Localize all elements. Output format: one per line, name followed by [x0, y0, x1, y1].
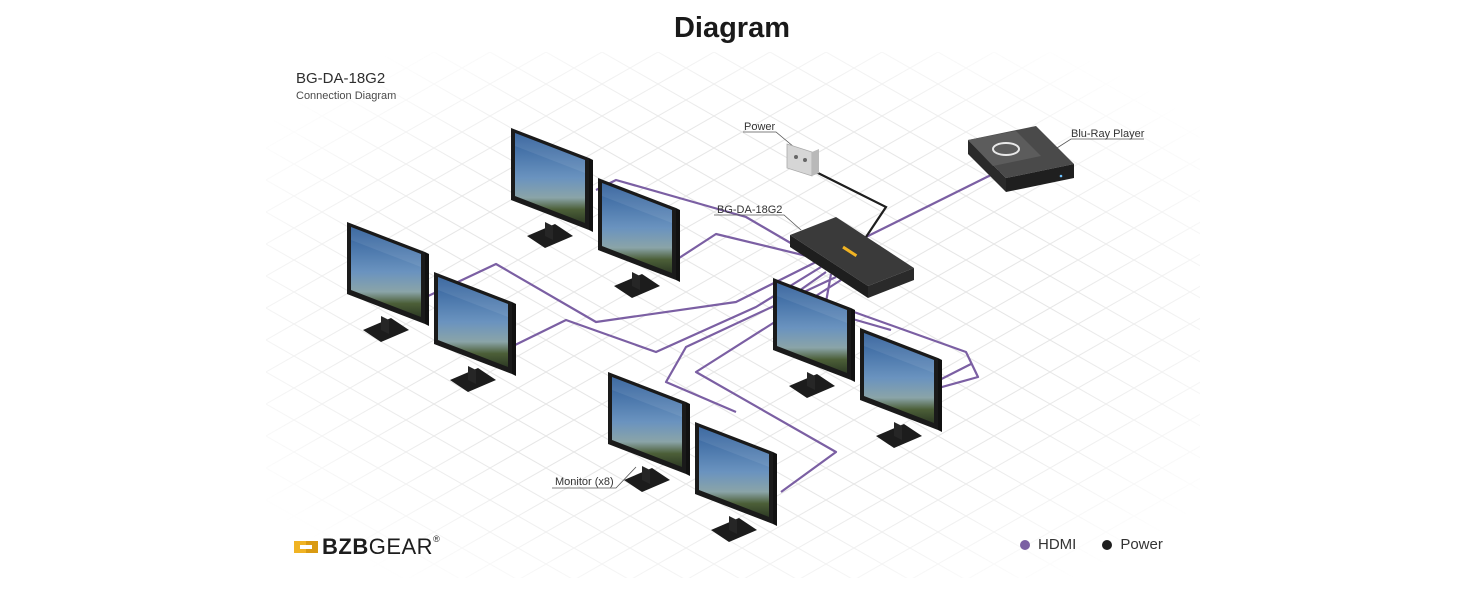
hdmi-cable-bluray [865, 169, 1002, 238]
splitter-device-icon [790, 217, 914, 298]
monitor-7-icon [608, 372, 690, 492]
legend-item-power: Power [1102, 536, 1163, 553]
page-title: Diagram [673, 12, 791, 44]
diagram-subtitle: Connection Diagram [296, 90, 397, 102]
legend-label-hdmi: HDMI [1038, 536, 1077, 553]
brand-name: BZBGEAR® [322, 534, 440, 560]
hdmi-cable-monitor-8 [694, 279, 842, 493]
monitor-4-icon [434, 272, 516, 392]
brand-registered: ® [433, 534, 441, 544]
monitor-1-icon [511, 128, 593, 248]
hdmi-cable-monitor-3 [425, 261, 817, 324]
legend-dot-hdmi [1020, 539, 1030, 550]
connection-diagram [266, 52, 1200, 578]
legend: HDMI Power [1020, 536, 1189, 553]
monitor-3-icon [347, 222, 429, 342]
monitors [347, 128, 942, 542]
bzbgear-logo-icon [294, 541, 318, 553]
legend-item-hdmi: HDMI [1020, 536, 1076, 553]
legend-label-power: Power [1120, 536, 1163, 553]
hdmi-cable-monitor-7 [664, 276, 837, 414]
hdmi-cable-monitor-2 [675, 232, 812, 261]
bluray-player-icon [968, 126, 1074, 192]
monitor-6-icon [860, 328, 942, 448]
monitor-5-icon [773, 278, 855, 398]
power-outlet-icon [786, 143, 819, 177]
brand-name-bold: BZB [322, 534, 369, 559]
label-power: Power [744, 121, 776, 133]
diagram-title: BG-DA-18G2 [296, 70, 386, 87]
diagram-panel: BG-DA-18G2 Connection Diagram Power Blu-… [266, 52, 1200, 578]
monitor-8-icon [695, 422, 777, 542]
brand-name-light: GEAR [368, 534, 434, 559]
label-bluray-player: Blu-Ray Player [1071, 128, 1145, 140]
legend-dot-power [1102, 539, 1113, 550]
label-splitter: BG-DA-18G2 [717, 204, 783, 216]
brand-logo: BZBGEAR® [294, 534, 440, 560]
power-cable [801, 164, 888, 238]
monitor-2-icon [598, 178, 680, 298]
label-monitor: Monitor (x8) [555, 476, 614, 488]
